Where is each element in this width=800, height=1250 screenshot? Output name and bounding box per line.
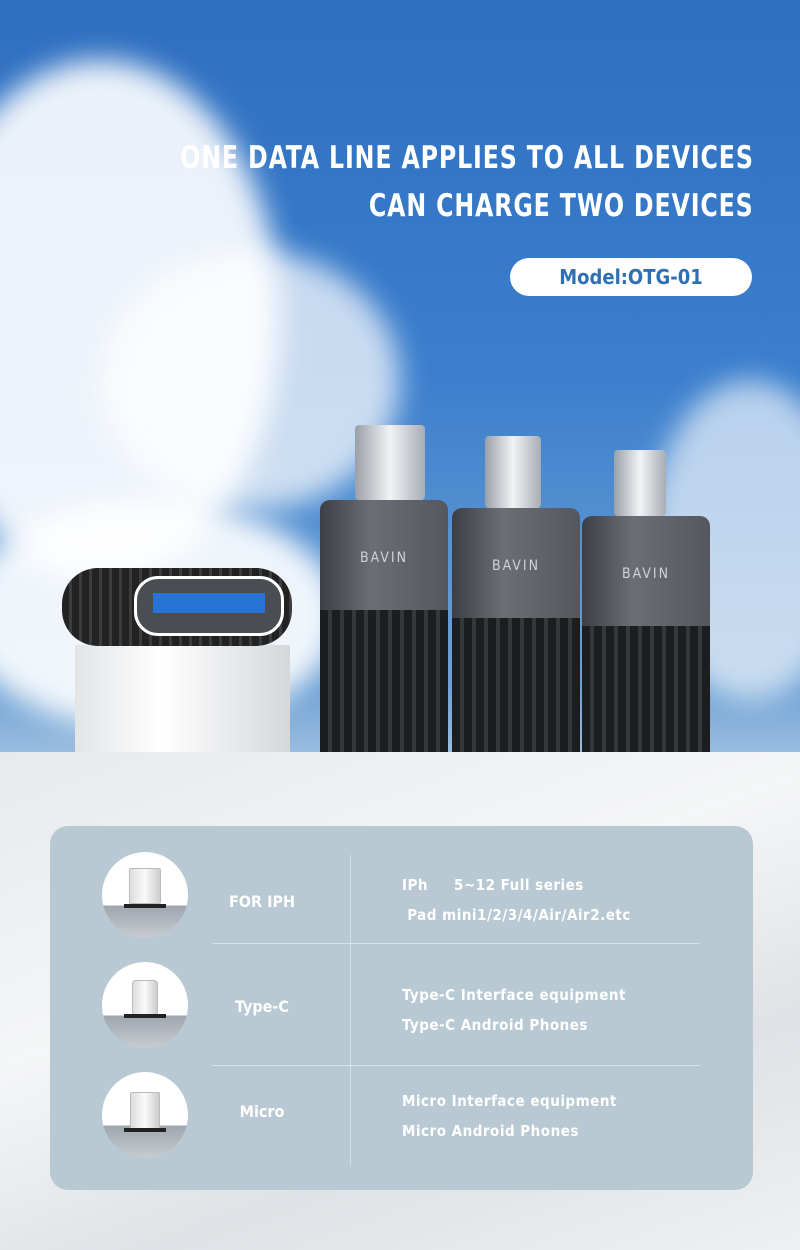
spec-description: Micro Interface equipment Micro Android … (402, 1086, 617, 1146)
spec-line: Pad mini1/2/3/4/Air/Air2.etc (402, 906, 631, 924)
divider (212, 1065, 700, 1066)
micro-usb-adapter: BAVIN (582, 516, 710, 768)
spec-line: Micro Interface equipment (402, 1092, 617, 1110)
micro-usb-connector-icon (102, 1072, 188, 1158)
spec-line: Type-C Interface equipment (402, 986, 626, 1004)
lightning-connector-icon (102, 852, 188, 938)
headline-line-2: CAN CHARGE TWO DEVICES (369, 188, 754, 224)
type-c-adapter: BAVIN (320, 500, 448, 752)
lightning-adapter: BAVIN (452, 508, 580, 760)
spec-line: Type-C Android Phones (402, 1016, 588, 1034)
type-c-connector (355, 425, 425, 500)
usb-a-adapter (62, 568, 292, 646)
type-c-connector-icon (102, 962, 188, 1048)
usb-a-port (134, 576, 284, 636)
brand-logo: BAVIN (491, 558, 541, 574)
lightning-connector (485, 436, 541, 508)
micro-usb-connector (614, 450, 666, 516)
usb-port-tongue (153, 593, 265, 613)
spec-description: Type-C Interface equipment Type-C Androi… (402, 980, 626, 1040)
divider (212, 943, 700, 944)
brand-logo: BAVIN (359, 550, 409, 566)
cloud (100, 250, 400, 510)
model-badge: Model:OTG-01 (510, 258, 752, 296)
brand-logo: BAVIN (621, 566, 671, 582)
spec-label: Type-C (235, 997, 289, 1016)
spec-label: Micro (239, 1102, 285, 1121)
spec-line: IPh 5~12 Full series (402, 876, 584, 894)
headline-line-1: ONE DATA LINE APPLIES TO ALL DEVICES (180, 140, 754, 176)
spec-line: Micro Android Phones (402, 1122, 579, 1140)
spec-label: FOR IPH (228, 892, 296, 911)
divider (350, 855, 351, 1165)
white-pedestal (75, 645, 290, 752)
spec-description: IPh 5~12 Full series Pad mini1/2/3/4/Air… (402, 870, 631, 930)
